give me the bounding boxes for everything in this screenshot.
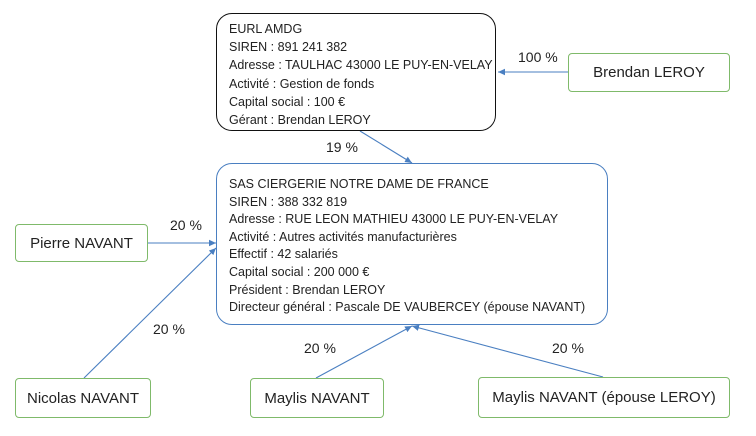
person-brendan-leroy: Brendan LEROY	[568, 53, 730, 92]
person-maylis-navant: Maylis NAVANT	[250, 378, 384, 418]
sas-ciergerie-box: SAS CIERGERIE NOTRE DAME DE FRANCE SIREN…	[216, 163, 608, 325]
sas-name: SAS CIERGERIE NOTRE DAME DE FRANCE	[229, 177, 489, 191]
share-brendan-eurl: 100 %	[518, 49, 558, 65]
connector-maylis-sas	[315, 325, 413, 379]
eurl-address: Adresse : TAULHAC 43000 LE PUY-EN-VELAY	[229, 58, 493, 73]
connector-nicolas-sas	[83, 247, 217, 379]
share-pierre-sas: 20 %	[170, 217, 202, 233]
person-pierre-navant: Pierre NAVANT	[15, 224, 148, 262]
eurl-activity: Activité : Gestion de fonds	[229, 76, 375, 91]
share-maylis-leroy-sas: 20 %	[552, 340, 584, 356]
connector-eurl-sas	[359, 130, 413, 164]
eurl-manager: Gérant : Brendan LEROY	[229, 113, 371, 128]
sas-siren: SIREN : 388 332 819	[229, 194, 348, 209]
eurl-siren: SIREN : 891 241 382	[229, 40, 348, 55]
sas-address: Adresse : RUE LEON MATHIEU 43000 LE PUY-…	[229, 212, 559, 227]
sas-workforce: Effectif : 42 salariés	[229, 247, 338, 262]
sas-capital: Capital social : 200 000 €	[229, 264, 370, 279]
eurl-name: EURL AMDG	[229, 22, 303, 36]
sas-general-director: Directeur général : Pascale DE VAUBERCEY…	[229, 300, 586, 315]
connector-maylis-leroy-sas	[411, 324, 604, 378]
eurl-amdg-box: EURL AMDG SIREN : 891 241 382 Adresse : …	[216, 13, 496, 131]
person-nicolas-navant: Nicolas NAVANT	[15, 378, 151, 418]
share-eurl-sas: 19 %	[326, 139, 358, 155]
share-maylis-sas: 20 %	[304, 340, 336, 356]
share-nicolas-sas: 20 %	[153, 321, 185, 337]
sas-activity: Activité : Autres activités manufacturiè…	[229, 229, 457, 244]
sas-president: Président : Brendan LEROY	[229, 282, 386, 297]
eurl-capital: Capital social : 100 €	[229, 94, 346, 109]
person-maylis-navant-leroy: Maylis NAVANT (épouse LEROY)	[478, 377, 730, 418]
